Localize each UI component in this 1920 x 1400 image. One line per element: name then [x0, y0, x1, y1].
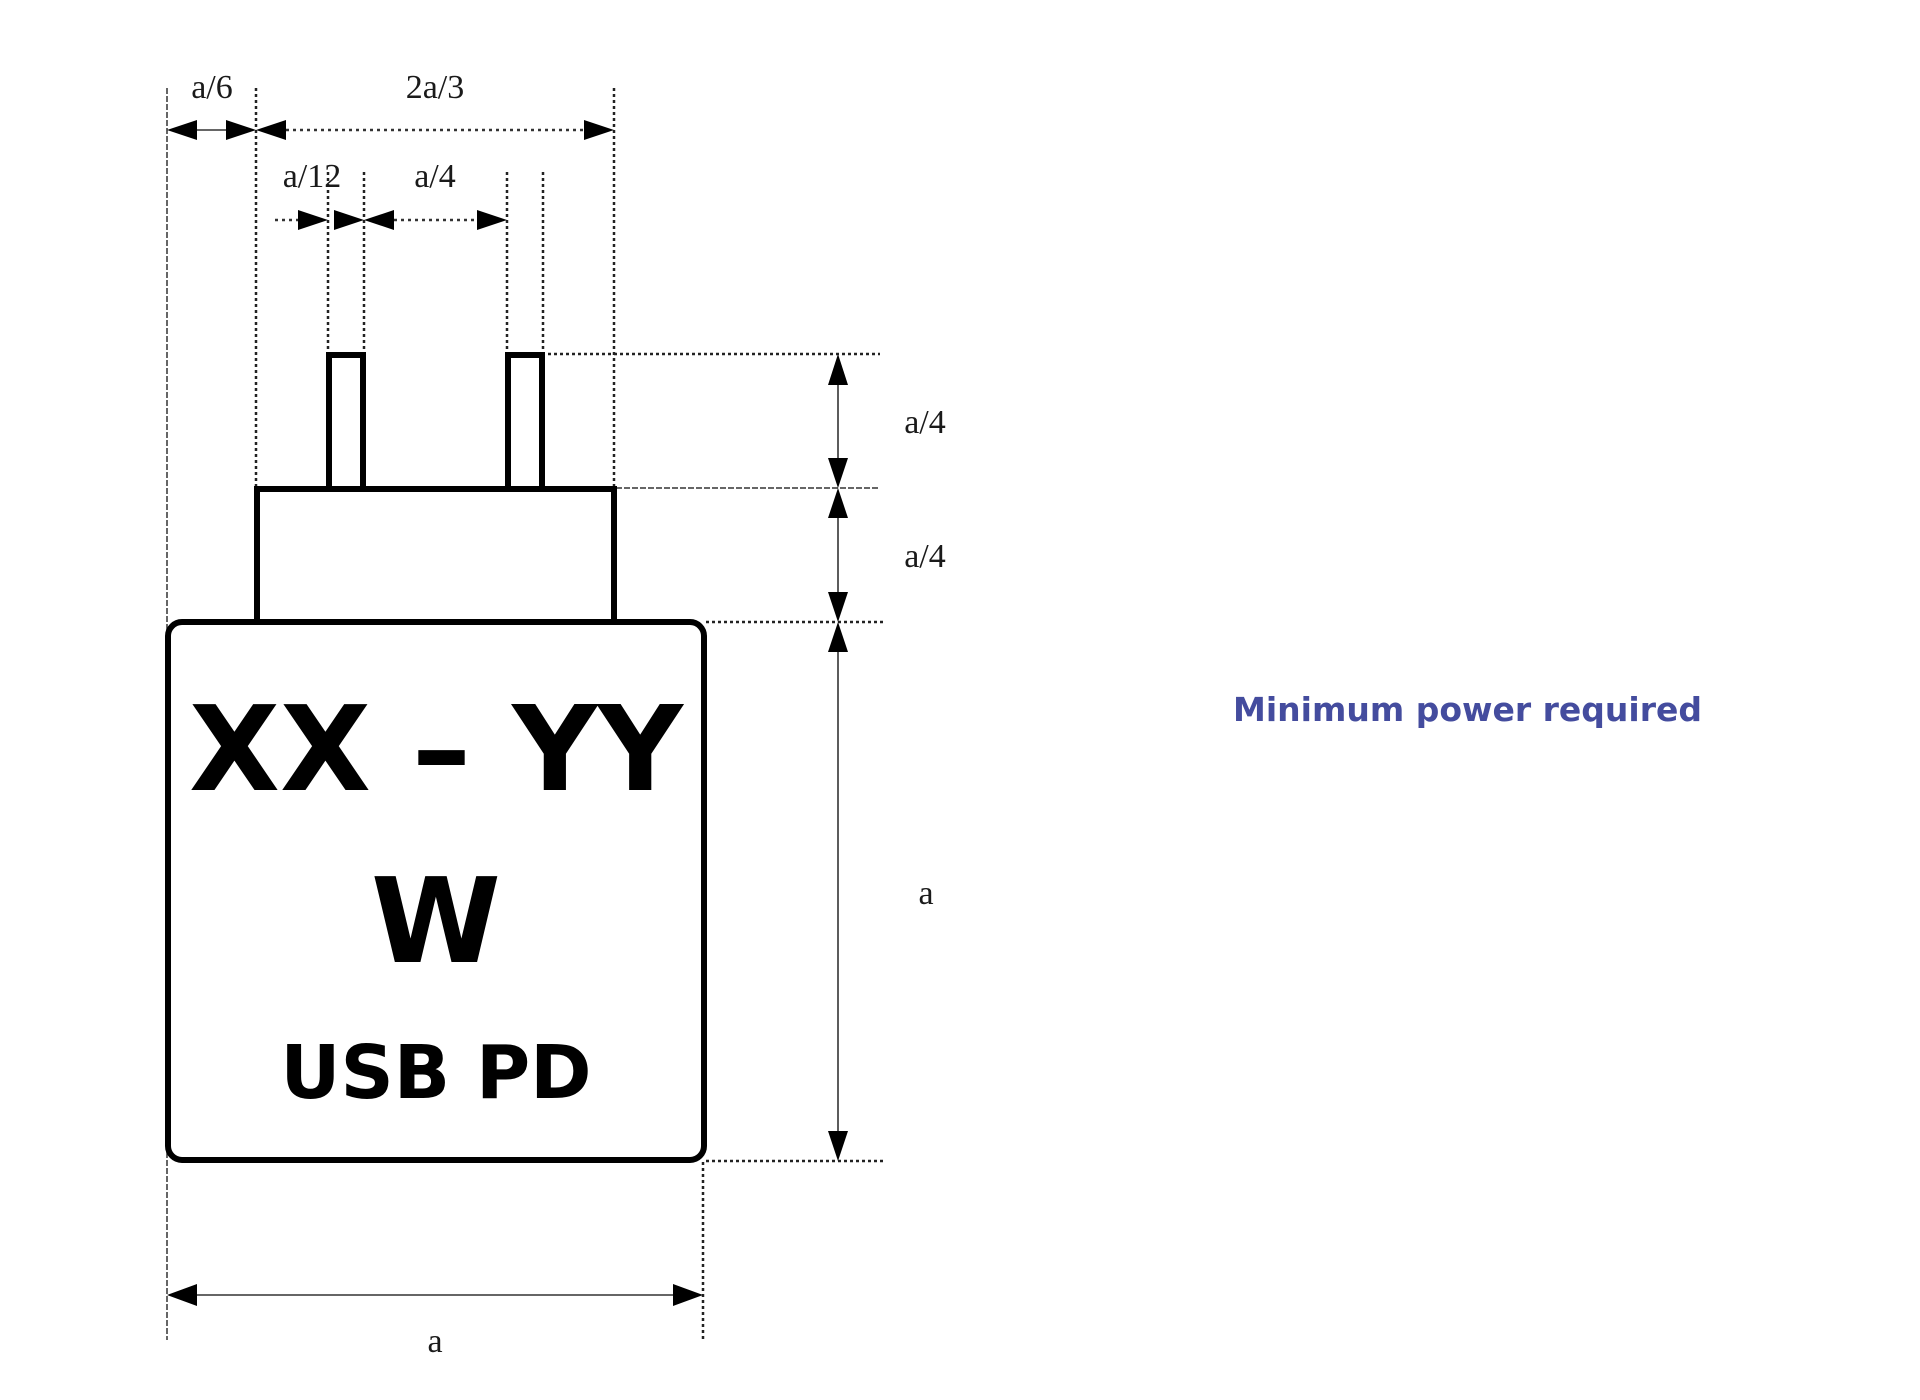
- dimension-body-height: a: [828, 622, 934, 1161]
- dimension-label-base-height: a/4: [904, 538, 946, 575]
- dimension-a-12: a/12: [275, 158, 364, 230]
- prong-left: [326, 352, 366, 493]
- dimension-body-width: a: [167, 1284, 703, 1360]
- dimension-label-body-height: a: [918, 875, 933, 912]
- dimension-prong-spacing: a/4: [364, 158, 507, 230]
- charger-body: [165, 619, 707, 1163]
- usb-pd-label: USB PD: [280, 1030, 591, 1116]
- dimension-2a-3: 2a/3: [256, 69, 614, 140]
- dimension-label-2a-3: 2a/3: [406, 69, 465, 106]
- watt-unit-label: W: [371, 852, 501, 990]
- dimension-label-a-12: a/12: [283, 158, 342, 195]
- power-range-label: XX – YY: [189, 680, 685, 818]
- dimension-label-body-width: a: [427, 1323, 442, 1360]
- dimension-label-a-4-spacing: a/4: [414, 158, 456, 195]
- dimension-base-height: a/4: [828, 488, 946, 622]
- dimension-a-6: a/6: [167, 69, 256, 140]
- dimension-prong-height: a/4: [828, 354, 946, 488]
- prong-right: [505, 352, 545, 493]
- dimension-label-prong-height: a/4: [904, 404, 946, 441]
- minimum-power-note: Minimum power required: [1233, 690, 1702, 729]
- dimension-label-a-6: a/6: [191, 69, 233, 106]
- plug-base: [254, 486, 617, 625]
